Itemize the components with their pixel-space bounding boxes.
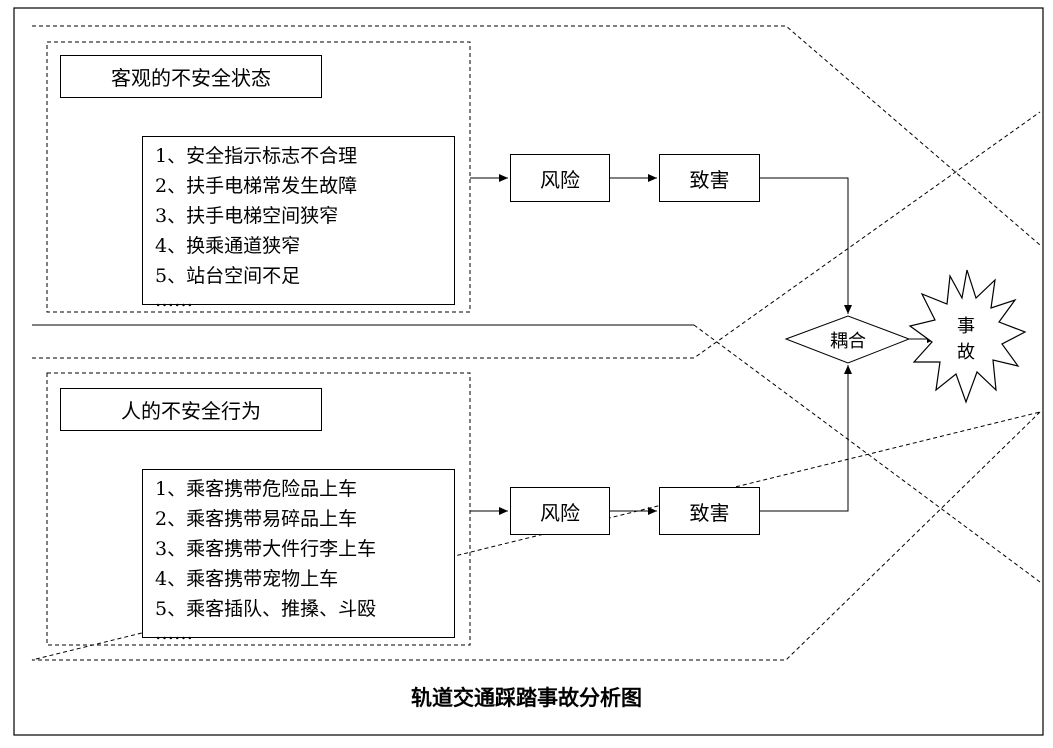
group2-item-list: 1、乘客携带危险品上车 2、乘客携带易碎品上车 3、乘客携带大件行李上车 4、乘… xyxy=(142,469,455,643)
accident-label-line1: 事 xyxy=(957,316,975,337)
outer-frame xyxy=(13,7,1044,736)
group1-item-list: 1、安全指示标志不合理 2、扶手电梯常发生故障 3、扶手电梯空间狭窄 4、换乘通… xyxy=(142,136,455,310)
lower-region-dashed-outline xyxy=(31,111,1042,661)
list-item: 2、扶手电梯常发生故障 xyxy=(155,175,358,197)
list-item: 2、乘客携带易碎品上车 xyxy=(155,508,358,530)
group2-title-box: 人的不安全行为 xyxy=(60,388,322,431)
upper-diagonal-dashed xyxy=(693,324,1041,583)
arrow-harm1-to-coupling xyxy=(760,177,852,314)
list-item: 3、扶手电梯空间狭窄 xyxy=(155,205,339,227)
list-item: 5、乘客插队、推搡、斗殴 xyxy=(155,598,377,620)
group1-risk-box: 风险 xyxy=(510,154,610,202)
group1-harm-label: 致害 xyxy=(689,167,730,192)
list-item: …… xyxy=(155,622,193,644)
group2-risk-label: 风险 xyxy=(540,500,580,525)
list-item: 4、乘客携带宠物上车 xyxy=(155,568,339,590)
list-item: 4、换乘通道狭窄 xyxy=(155,235,301,257)
accident-starburst xyxy=(908,269,1027,404)
upper-region-dashed-outline xyxy=(32,25,1041,326)
accident-label-line2: 故 xyxy=(957,342,975,363)
arrow-harm2-to-coupling xyxy=(760,365,852,512)
group2-title: 人的不安全行为 xyxy=(121,399,261,423)
list-item: 5、站台空间不足 xyxy=(155,265,301,287)
group1-harm-box: 致害 xyxy=(659,154,760,202)
group1-title-box: 客观的不安全状态 xyxy=(60,55,322,98)
group2-risk-box: 风险 xyxy=(510,487,610,535)
group1-risk-label: 风险 xyxy=(540,167,580,192)
group2-harm-box: 致害 xyxy=(659,487,760,535)
group1-inner-dashed-box xyxy=(46,41,471,313)
list-item: 1、安全指示标志不合理 xyxy=(155,145,358,167)
list-item: 3、乘客携带大件行李上车 xyxy=(155,538,377,560)
coupling-label: 耦合 xyxy=(830,331,866,352)
diagram-caption: 轨道交通踩踏事故分析图 xyxy=(411,685,642,710)
group1-title: 客观的不安全状态 xyxy=(111,66,271,90)
group2-harm-label: 致害 xyxy=(689,500,730,525)
list-item: 1、乘客携带危险品上车 xyxy=(155,478,358,500)
list-item: …… xyxy=(155,289,193,311)
group2-inner-dashed-box xyxy=(46,372,471,646)
